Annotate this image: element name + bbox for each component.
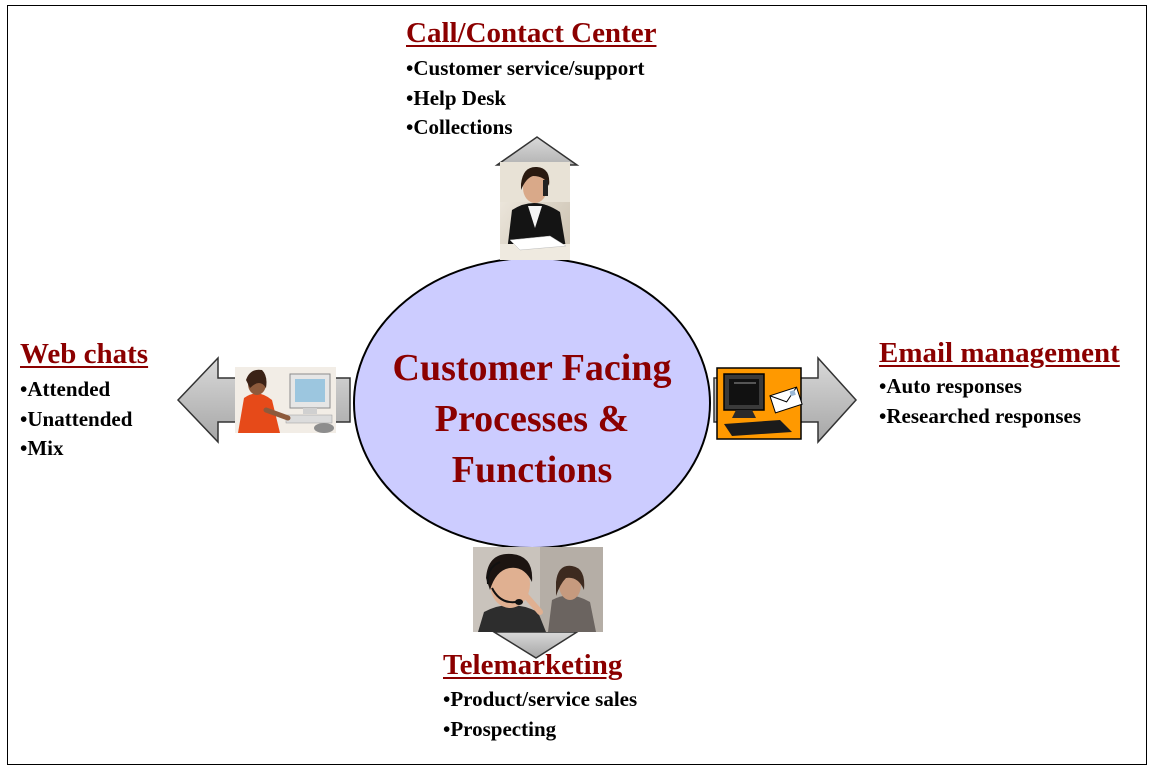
list-web-chats: Attended Unattended Mix bbox=[20, 375, 132, 464]
center-line-1: Customer Facing bbox=[392, 347, 672, 389]
center-title: Customer Facing Processes & Functions bbox=[357, 343, 707, 496]
heading-call-contact-center: Call/Contact Center bbox=[406, 17, 657, 49]
center-line-2: Processes & bbox=[434, 398, 630, 440]
photo-woman-on-phone bbox=[500, 162, 570, 260]
list-email-management: Auto responses Researched responses bbox=[879, 372, 1081, 431]
list-call-contact-center: Customer service/support Help Desk Colle… bbox=[406, 54, 645, 143]
list-item: Attended bbox=[20, 375, 132, 405]
list-telemarketing: Product/service sales Prospecting bbox=[443, 685, 637, 744]
list-item: Mix bbox=[20, 434, 132, 464]
photo-woman-at-computer bbox=[235, 367, 336, 433]
list-item: Customer service/support bbox=[406, 54, 644, 84]
list-item: Collections bbox=[406, 113, 645, 143]
list-item: Help Desk bbox=[406, 84, 645, 114]
photo-email-clipart bbox=[716, 367, 803, 440]
photo-women-with-headsets bbox=[473, 547, 603, 632]
heading-email-management: Email management bbox=[879, 337, 1120, 369]
heading-web-chats: Web chats bbox=[20, 338, 149, 370]
list-item: Product/service sales bbox=[443, 685, 637, 715]
list-item: Auto responses bbox=[879, 372, 1081, 402]
list-item: Researched responses bbox=[879, 402, 1081, 432]
list-item: Prospecting bbox=[443, 715, 637, 745]
center-line-3: Functions bbox=[451, 449, 613, 491]
list-item: Unattended bbox=[20, 405, 132, 435]
heading-telemarketing: Telemarketing bbox=[443, 649, 623, 681]
